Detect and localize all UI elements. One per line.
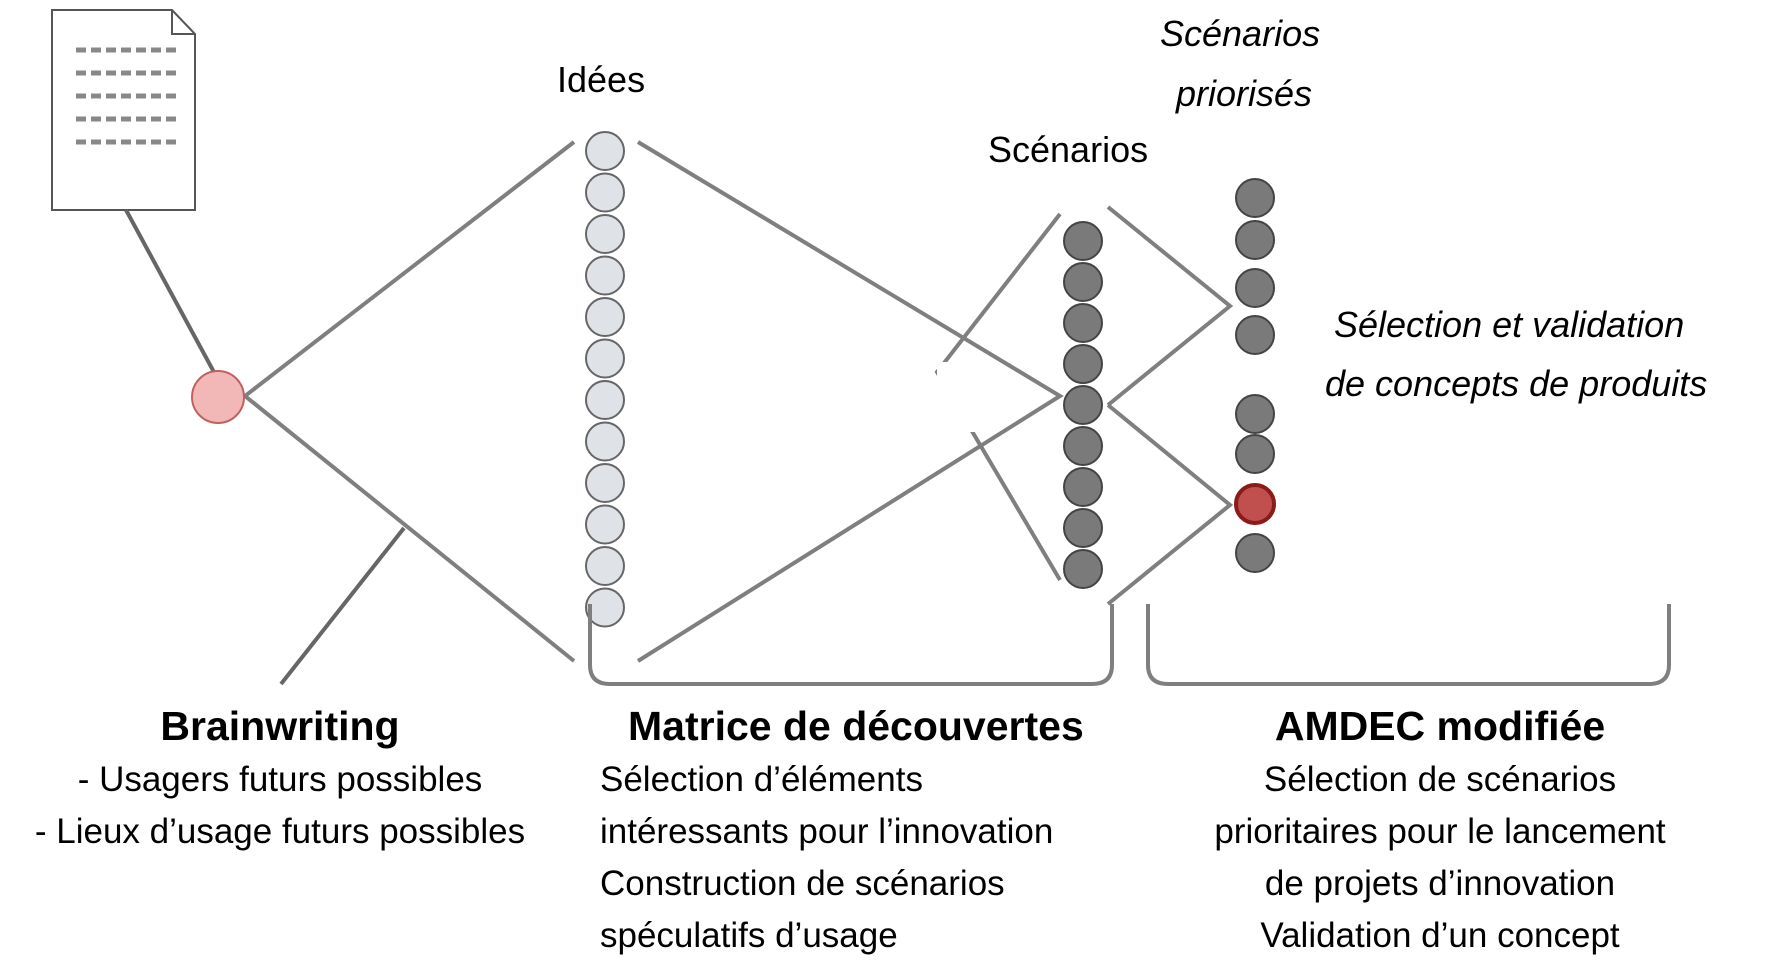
prioritized-scenario-node <box>1235 533 1275 573</box>
prioritized-scenario-node <box>1235 178 1275 218</box>
idea-node <box>585 504 625 545</box>
document-icon <box>51 9 196 211</box>
amdec-line-4: Validation d’un concept <box>1260 916 1620 955</box>
idea-node <box>585 214 625 254</box>
scenario-node <box>1063 467 1103 507</box>
prioritized-scenario-column <box>1234 178 1276 573</box>
matrice-title: Matrice de découvertes <box>628 703 1084 749</box>
label-scenarios: Scénarios <box>988 129 1149 170</box>
prioritized-scenario-node <box>1235 434 1275 474</box>
brainwriting-funnel <box>241 140 576 663</box>
prioritized-scenario-node <box>1235 220 1275 260</box>
label-selection-1: Sélection et validation <box>1334 304 1685 345</box>
amdec-line-2: prioritaires pour le lancement <box>1214 812 1666 851</box>
amdec-line-3: de projets d’innovation <box>1264 864 1616 903</box>
scenario-column <box>1063 221 1103 589</box>
scenario-node <box>1063 344 1103 384</box>
matrice-line-4: spéculatifs d’usage <box>600 916 898 955</box>
scenario-node <box>1063 385 1103 425</box>
origin-node <box>191 370 245 424</box>
prioritized-scenario-node <box>1235 315 1275 355</box>
brainwriting-title: Brainwriting <box>160 703 400 749</box>
amdec-funnel-top <box>1106 205 1234 407</box>
amdec-block: AMDEC modifiée Sélection de scénarios pr… <box>1160 698 1720 962</box>
scenario-node <box>1063 426 1103 466</box>
idea-node <box>585 338 625 379</box>
scenario-node <box>1063 549 1103 589</box>
idea-node <box>585 463 625 503</box>
label-selection-2: de concepts de produits <box>1325 363 1708 404</box>
idea-node <box>585 380 625 420</box>
prioritized-scenario-node <box>1235 394 1275 434</box>
scenario-node <box>1063 508 1103 548</box>
label-idees: Idées <box>557 59 646 100</box>
idea-node <box>585 546 625 586</box>
idea-column <box>585 131 625 628</box>
matrice-block: Matrice de découvertes Sélection d’éléme… <box>600 698 1140 962</box>
idea-node <box>585 297 625 337</box>
idea-node <box>585 587 625 628</box>
amdec-line-1: Sélection de scénarios <box>1263 760 1617 799</box>
matrice-line-1: Sélection d’éléments <box>600 760 923 799</box>
brainwriting-connector <box>279 526 406 686</box>
scenario-node <box>1063 262 1103 302</box>
idea-node <box>585 421 625 462</box>
matrice-bracket <box>588 604 1114 686</box>
brainwriting-line-2: - Lieux d’usage futurs possibles <box>34 812 526 851</box>
amdec-funnel-bottom <box>1106 403 1234 606</box>
amdec-title: AMDEC modifiée <box>1274 703 1606 749</box>
matrice-line-3: Construction de scénarios <box>600 864 1005 903</box>
matrice-line-2: intéressants pour l’innovation <box>600 812 1054 851</box>
brainwriting-block: Brainwriting - Usagers futurs possibles … <box>0 698 560 858</box>
label-scenarios-priorises-2: priorisés <box>1176 73 1313 114</box>
selected-scenario-node <box>1234 483 1276 525</box>
doc-connector <box>124 209 217 375</box>
idea-node <box>585 172 625 213</box>
matrice-funnel-left <box>636 140 1064 663</box>
idea-node <box>585 131 625 171</box>
prioritized-scenario-node <box>1235 268 1275 308</box>
amdec-bracket <box>1146 604 1671 686</box>
brainwriting-line-1: - Usagers futurs possibles <box>77 760 483 799</box>
idea-node <box>585 255 625 296</box>
scenario-node <box>1063 303 1103 343</box>
label-scenarios-priorises-1: Scénarios <box>1160 13 1321 54</box>
scenario-node <box>1063 221 1103 261</box>
